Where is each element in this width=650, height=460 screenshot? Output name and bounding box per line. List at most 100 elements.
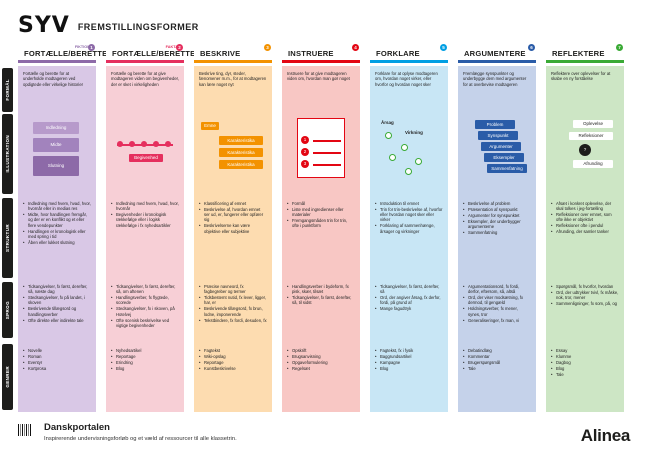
genre-item: Debatindlæg (463, 348, 531, 354)
struktur-item: Åben eller lukket slutning (23, 240, 91, 246)
row-label-formål: FORMÅL (2, 68, 13, 112)
illu-argument-step: Synspunkt (478, 131, 518, 140)
struktur-item: Refleksioner ofte i pendul (551, 223, 619, 229)
sprog-item-list: Handlingsverber i bydeform, fx pisk, skæ… (287, 284, 355, 306)
genre-item: Reportage (111, 354, 179, 360)
struktur-item: Beskrivelse af problem (463, 201, 531, 207)
sprog-list: Tidsangivelser, fx først, derefter, såOr… (375, 284, 443, 312)
sprog-item: Tekstbindere, fx fordi, desuden, fx (199, 318, 267, 324)
genre-item-list: EssayKlummeDagbogBlogTale (551, 348, 619, 377)
sprog-list: Tidsangivelser, fx først, derefter, så, … (111, 284, 179, 329)
struktur-list: Indledning med hvem, hvad, hvor, hvornår… (23, 201, 91, 246)
column-number-badge: 2 (176, 44, 183, 51)
genrer-list: NyhedsartikelReportageErindringBlog (111, 348, 179, 372)
column-body: Fortælle og berette for at underholde mo… (18, 66, 96, 412)
footer: Danskportalen Inspirerende undervisnings… (0, 412, 650, 460)
column-number-badge: 4 (352, 44, 359, 51)
footer-title: Danskportalen (44, 422, 110, 433)
row-label-text: ILLUSTRATION (5, 135, 10, 173)
illu-begivenhed: Begivenhed (129, 154, 163, 162)
column-body: Fortælle og berette for at give modtager… (106, 66, 184, 412)
sprog-item: Ord, der viser modsætning, fx dermod, ti… (463, 295, 531, 306)
question-icon: ? (579, 144, 591, 156)
genrer-list: Fagtekst, fx i fysikBaggrundsartikelKamp… (375, 348, 443, 372)
column-title: ARGUMENTERE (464, 49, 526, 58)
sprog-item: Spørgsmål, fx hvorfor, hvordan (551, 284, 619, 290)
row-label-illustration: ILLUSTRATION (2, 114, 13, 194)
illu-step-number: 2 (301, 148, 309, 156)
sprog-list: Argumentationsord, fx fordi, derfor, eft… (463, 284, 531, 323)
struktur-item: Beskrivelserne kan være objektive eller … (199, 223, 267, 234)
column-number-badge: 7 (616, 44, 623, 51)
genre-item: Eventyr (23, 360, 91, 366)
struktur-item: Fremgangsmåden trin for trin, ofte i pun… (287, 218, 355, 229)
formaal-text: Fremlægge synspunkter og underbygge dem … (463, 71, 527, 87)
column-number-badge: 3 (264, 44, 271, 51)
step-line (313, 164, 341, 166)
column-body: Beskrive ting, dyr, steder, fænomener m.… (194, 66, 272, 412)
sprog-item: Holdningsverber, fx mener, synes, tror (463, 306, 531, 317)
genre-item-list: FagtekstWiki-opslagReportageKunstbeskriv… (199, 348, 267, 371)
illu-step-number: 1 (301, 136, 309, 144)
struktur-item: Indledning med hvem, hvad, hvor, hvornår… (23, 201, 91, 212)
column-subtitle: FIKTION (74, 45, 90, 49)
struktur-item: Forklaring af sammenhænge, årsager og vi… (375, 223, 443, 234)
illu-virkning-label: Virkning (405, 130, 423, 135)
struktur-item: Begivenheder i kronologisk rækkefølge el… (111, 212, 179, 228)
row-label-text: FORMÅL (5, 79, 10, 101)
row-label-struktur: STRUKTUR (2, 198, 13, 278)
formaal-text: Forklare for at oplyse modtageren om, hv… (375, 71, 438, 87)
genre-item: Wiki-opslag (199, 354, 267, 360)
genre-item: Kommentar (463, 354, 531, 360)
alinea-logo: Alinea (580, 426, 631, 445)
struktur-item-list: Indledning med hvem, hvad, hvor, hvornår… (23, 201, 91, 245)
struktur-item: Formål (287, 201, 355, 207)
genre-item: Essay (551, 348, 619, 354)
sprog-item: Argumentationsord, fx fordi, derfor, eft… (463, 284, 531, 295)
row-label-text: STRUKTUR (5, 224, 10, 252)
sprog-item-list: Tidsangivelser, fx først, derefter, så, … (111, 284, 179, 328)
genrer-list: OpskriftBrugsanvisningOpgaveformuleringR… (287, 348, 355, 372)
illu-karakteristika: Karakteristika (219, 136, 263, 145)
genre-item: Dagbog (551, 360, 619, 366)
sprog-item: Stedsangivelser, fx i skoven, på Hotelve… (111, 306, 179, 317)
syv-logo: SYV (18, 12, 70, 38)
row-label-text: GENRER (5, 366, 10, 388)
genre-item: Fagtekst (199, 348, 267, 354)
sprog-item: Beskrivende tillægsord, fx brun, lodne, … (199, 306, 267, 317)
genre-item: Opgaveformulering (287, 360, 355, 366)
struktur-item: Introduktion til emnet (375, 201, 443, 207)
struktur-list: Afsæt i konkret oplevelse, der skal tolk… (551, 201, 619, 235)
sprog-item: Præcise navneord, fx fagbegreber og term… (199, 284, 267, 295)
illu-argument-step: Sammenfatning (487, 164, 527, 173)
illu-karakteristika: Karakteristika (219, 148, 263, 157)
struktur-item-list: FormålListe med ingredienser eller mater… (287, 201, 355, 229)
column-number-badge: 1 (88, 44, 95, 51)
column-title: INSTRUERE (288, 49, 334, 58)
sprog-item: Tidsangivelser, fx først, derefter, så, … (287, 295, 355, 306)
column-body: Instruere for at give modtageren viden o… (282, 66, 360, 412)
sprog-list: Tidsangivelser, fx først, derefter, så, … (23, 284, 91, 323)
column-header: REFLEKTERE 7 (546, 44, 624, 63)
network-node (401, 144, 408, 151)
column-title: FORKLARE (376, 49, 420, 58)
barcode-icon (18, 424, 31, 436)
fremstillingsformer-grid: FORMÅL ILLUSTRATION STRUKTUR SPROG GENRER FO… (0, 44, 650, 412)
genrer-list: NovelleRomanEventyrKortprosa (23, 348, 91, 372)
row-label-sprog: SPROG (2, 282, 13, 338)
genre-item: Brugsanvisning (287, 354, 355, 360)
illu-refleksioner: Refleksioner (569, 132, 613, 140)
step-line (313, 140, 341, 142)
genre-item: Nyhedsartikel (111, 348, 179, 354)
column-title: REFLEKTERE (552, 49, 605, 58)
page-title: FREMSTILLINGSFORMER (77, 22, 199, 32)
genre-item: Reportage (199, 360, 267, 366)
sprog-item: Stedsangivelser, fx på landet, i skoven (23, 295, 91, 306)
struktur-item: Argumenter for synspunktet (463, 213, 531, 219)
